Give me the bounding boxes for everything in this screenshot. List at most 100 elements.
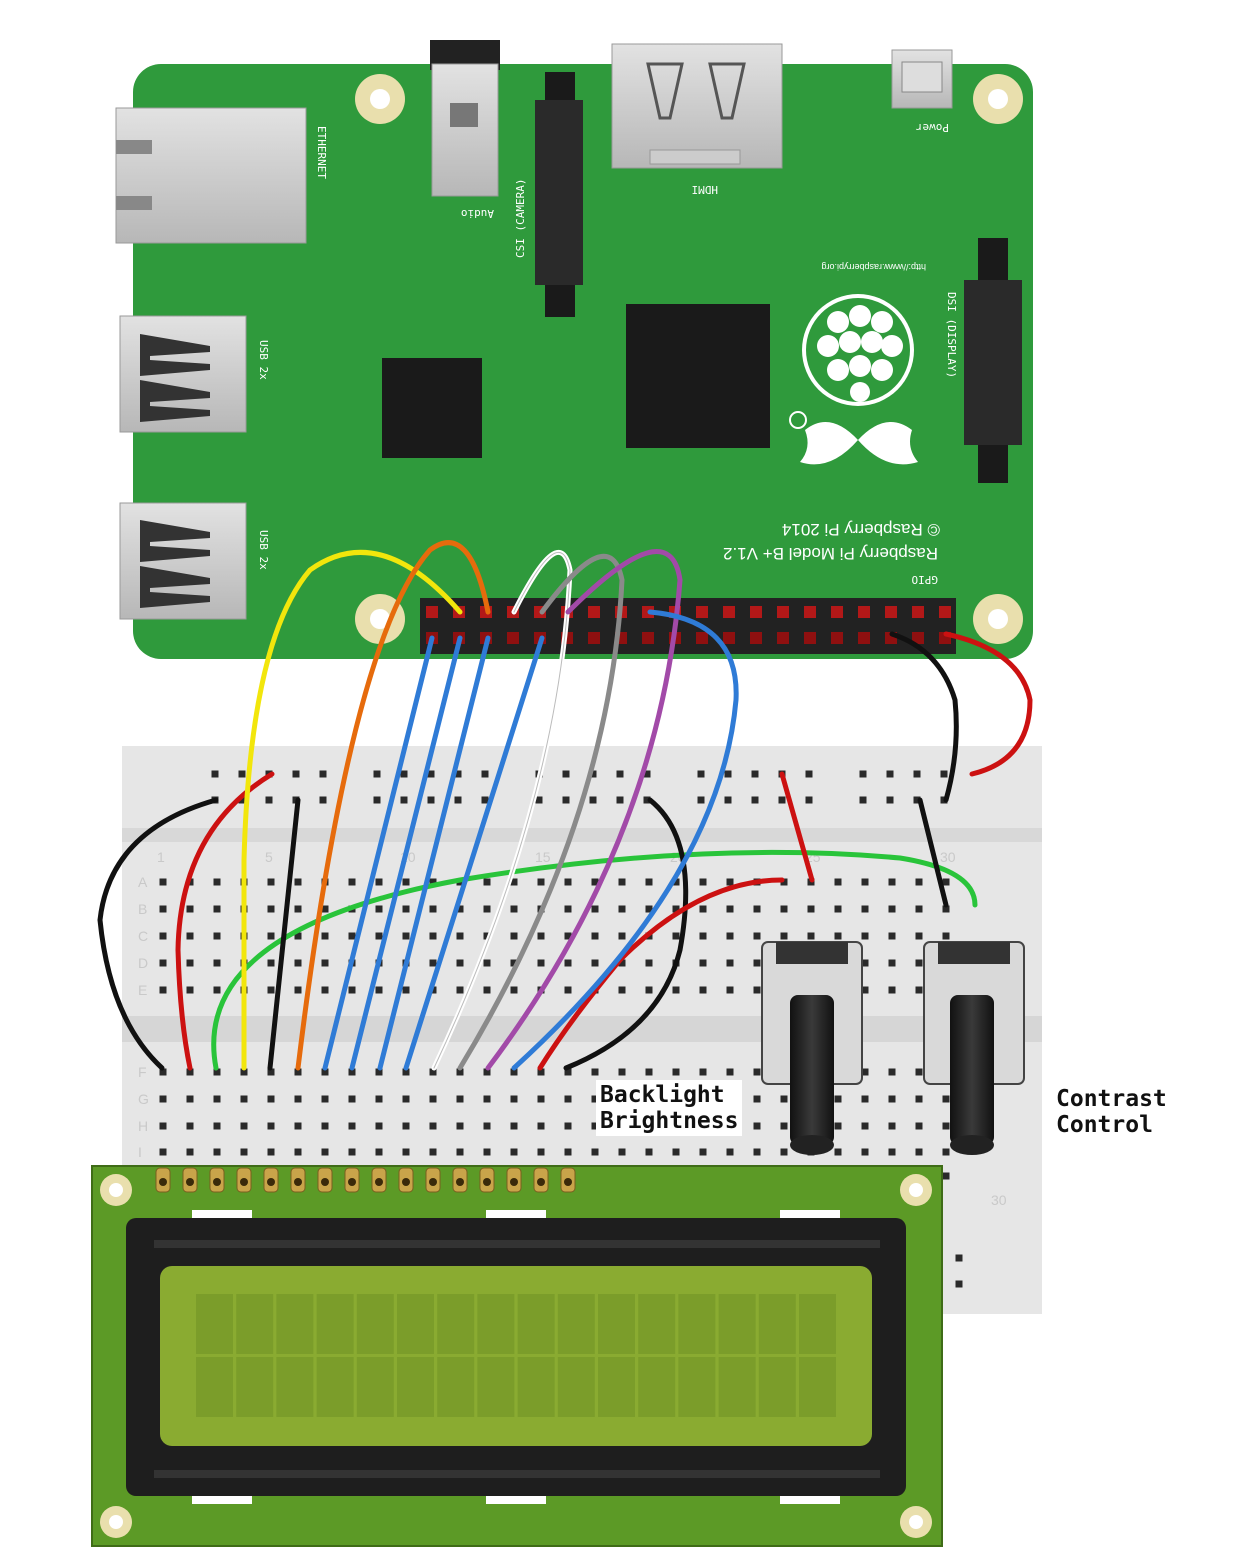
breadboard-hole	[699, 959, 707, 967]
breadboard-hole	[861, 905, 869, 913]
breadboard-hole	[510, 932, 518, 940]
breadboard-hole	[724, 796, 732, 804]
breadboard-hole	[481, 770, 489, 778]
breadboard-hole	[481, 796, 489, 804]
breadboard-hole	[348, 932, 356, 940]
breadboard-hole	[240, 1122, 248, 1130]
breadboard-hole	[753, 932, 761, 940]
gpio-pin	[831, 606, 843, 618]
breadboard-hole	[886, 796, 894, 804]
breadboard-hole	[294, 932, 302, 940]
wire-blue-d6	[377, 635, 491, 1071]
lcd-pin	[479, 1167, 495, 1193]
breadboard-hole	[915, 1068, 923, 1076]
lcd-character-cell	[517, 1294, 555, 1354]
breadboard-hole	[213, 932, 221, 940]
breadboard-hole	[321, 932, 329, 940]
lcd-pin	[155, 1167, 171, 1193]
breadboard-hole	[454, 770, 462, 778]
breadboard-hole	[375, 1068, 383, 1076]
breadboard-hole	[861, 1148, 869, 1156]
lcd-character-cell	[236, 1294, 274, 1354]
breadboard-hole	[537, 1122, 545, 1130]
gpio-pin	[750, 606, 762, 618]
breadboard-hole	[888, 932, 896, 940]
breadboard-hole	[186, 1068, 194, 1076]
breadboard-hole	[940, 770, 948, 778]
lcd-character-cell	[316, 1357, 354, 1417]
breadboard-hole	[321, 986, 329, 994]
breadboard-hole	[699, 932, 707, 940]
lcd-character-cell	[276, 1357, 314, 1417]
breadboard-hole	[483, 1148, 491, 1156]
wire-red-pi-5v	[943, 631, 1033, 777]
breadboard-hole	[429, 1068, 437, 1076]
wire-white-outline	[433, 551, 571, 1069]
lcd-character-cell	[397, 1357, 434, 1417]
breadboard-hole	[483, 905, 491, 913]
breadboard-hole	[483, 1095, 491, 1103]
breadboard-hole	[510, 878, 518, 886]
breadboard-hole	[699, 1068, 707, 1076]
breadboard-hole	[672, 1148, 680, 1156]
breadboard-hole	[402, 986, 410, 994]
breadboard-hole	[942, 932, 950, 940]
breadboard-hole	[780, 1095, 788, 1103]
jumper-wires	[97, 540, 1033, 1071]
wire-red-vcc	[175, 771, 275, 1071]
lcd-character-cell	[437, 1357, 475, 1417]
lcd-character-cell	[397, 1294, 434, 1354]
breadboard-hole	[699, 1148, 707, 1156]
breadboard-hole	[697, 770, 705, 778]
csi-connector	[535, 72, 583, 317]
lcd-character-cell	[598, 1294, 635, 1354]
breadboard-hole	[942, 1122, 950, 1130]
lcd-pin	[533, 1167, 549, 1193]
breadboard-hole	[562, 770, 570, 778]
breadboard-hole	[888, 959, 896, 967]
breadboard-hole	[753, 1148, 761, 1156]
raspberry-pi-board: ETHERNET Audio CSI (CAMERA) HDMI Power D…	[115, 40, 1033, 659]
lcd-pin	[290, 1167, 306, 1193]
breadboard-hole	[321, 959, 329, 967]
breadboard-hole	[456, 1095, 464, 1103]
breadboard-hole	[564, 932, 572, 940]
breadboard-hole	[834, 1095, 842, 1103]
potentiometer-contrast	[923, 941, 1025, 1155]
breadboard-hole	[564, 1148, 572, 1156]
lcd-pin	[182, 1167, 198, 1193]
breadboard-hole	[429, 1095, 437, 1103]
breadboard-hole	[672, 905, 680, 913]
label-power: Power	[916, 121, 949, 134]
breadboard-hole	[456, 932, 464, 940]
breadboard-hole	[240, 1068, 248, 1076]
breadboard-hole	[861, 878, 869, 886]
breadboard-hole	[618, 986, 626, 994]
breadboard-hole	[915, 1095, 923, 1103]
breadboard-hole	[888, 986, 896, 994]
breadboard-hole	[861, 1122, 869, 1130]
breadboard-hole	[726, 959, 734, 967]
breadboard-hole	[483, 878, 491, 886]
gpio-header-body	[420, 598, 956, 654]
breadboard-hole	[483, 959, 491, 967]
usb-port-bottom	[119, 502, 247, 620]
breadboard-hole	[186, 932, 194, 940]
breadboard-hole	[672, 1068, 680, 1076]
breadboard-hole	[402, 1148, 410, 1156]
breadboard-hole	[321, 1148, 329, 1156]
breadboard-hole	[913, 796, 921, 804]
lcd-screen	[160, 1266, 872, 1446]
lcd-pin	[317, 1167, 333, 1193]
breadboard-hole	[483, 1068, 491, 1076]
gpio-header	[420, 598, 956, 654]
breadboard-hole	[780, 932, 788, 940]
breadboard-hole	[942, 878, 950, 886]
breadboard-hole	[456, 1122, 464, 1130]
breadboard-center-channel	[122, 1016, 1042, 1042]
breadboard-hole	[294, 1122, 302, 1130]
lcd-pin	[371, 1167, 387, 1193]
breadboard-hole	[616, 796, 624, 804]
breadboard-hole	[267, 932, 275, 940]
breadboard-hole	[591, 1068, 599, 1076]
